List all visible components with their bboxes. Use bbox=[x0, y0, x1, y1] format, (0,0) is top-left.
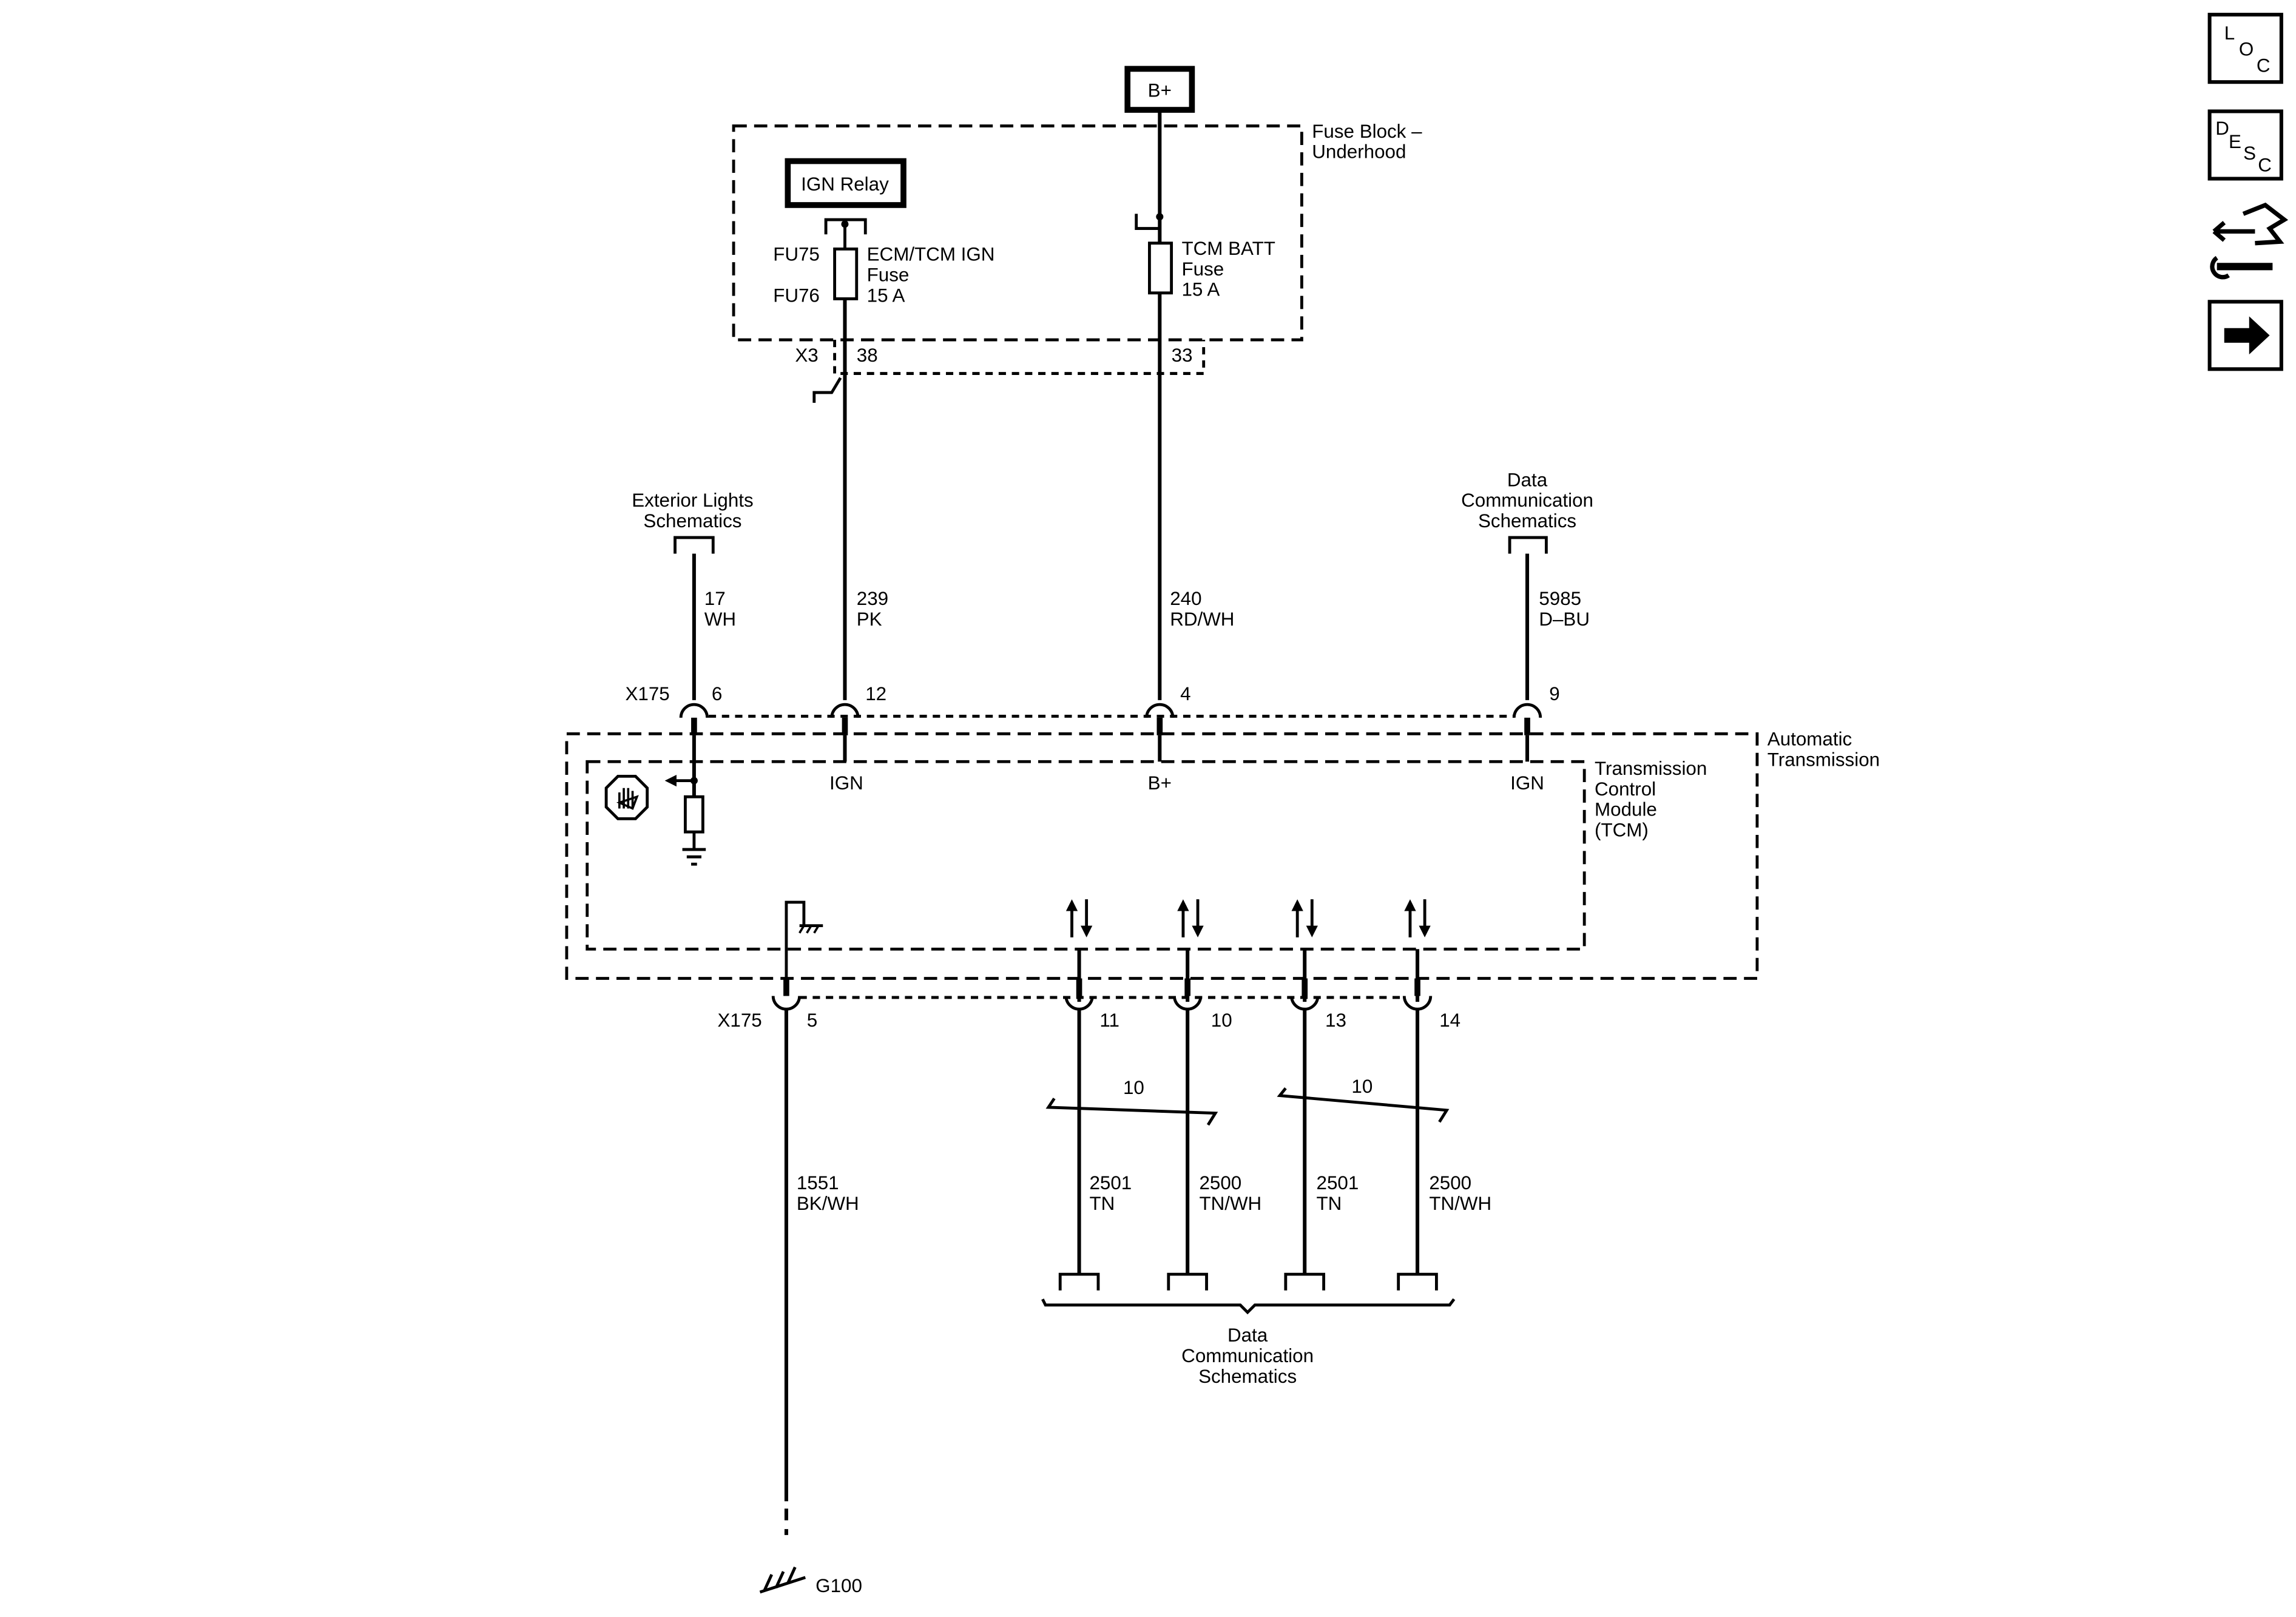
fuse1-type: Fuse bbox=[867, 264, 910, 285]
fuse-block-title-2: Underhood bbox=[1312, 141, 1406, 163]
wire-2501a-circuit: 2501 bbox=[1089, 1172, 1132, 1193]
wire-1551-color: BK/WH bbox=[797, 1193, 859, 1214]
pin-5-label: 5 bbox=[807, 1010, 817, 1031]
fuse-block-underhood: Fuse Block – Underhood IGN Relay FU75 FU… bbox=[732, 121, 1422, 403]
loc-letter-c: C bbox=[2257, 55, 2271, 76]
b-plus-label: B+ bbox=[1148, 79, 1172, 101]
connector-tool-icon[interactable] bbox=[2210, 202, 2289, 280]
exterior-ref-2: Schematics bbox=[643, 510, 741, 532]
tcm-batt-fuse bbox=[1148, 241, 1173, 295]
pin-13-label: 13 bbox=[1325, 1010, 1346, 1031]
pin-ign-label-1: IGN bbox=[829, 772, 863, 794]
wire-239-circuit: 239 bbox=[857, 588, 888, 609]
auto-trans-1: Automatic bbox=[1768, 729, 1852, 750]
arrow-right-icon bbox=[2224, 316, 2270, 355]
wire-1551-circuit: 1551 bbox=[797, 1172, 839, 1193]
exterior-lights-ref: Exterior Lights Schematics bbox=[632, 490, 754, 554]
desc-letter-s: S bbox=[2243, 143, 2256, 164]
x3-connector-label: X3 bbox=[795, 345, 818, 366]
twist-left-label: 10 bbox=[1123, 1077, 1144, 1098]
wire-17-color: WH bbox=[704, 609, 736, 630]
loc-letter-o: O bbox=[2239, 39, 2254, 60]
desc-letter-d: D bbox=[2215, 118, 2229, 139]
supply-wires bbox=[692, 110, 1530, 700]
pin-11-label: 11 bbox=[1099, 1010, 1119, 1031]
g100-label: G100 bbox=[815, 1575, 862, 1596]
ign-relay-box bbox=[785, 158, 907, 208]
tcm-box: Transmission Control Module (TCM) IGN B+… bbox=[586, 735, 1707, 979]
data-ref-bottom-1: Data bbox=[1227, 1325, 1268, 1346]
automatic-transmission-box: Automatic Transmission bbox=[565, 729, 1880, 980]
tcm-label-3: Module bbox=[1595, 799, 1657, 820]
wire-labels-top: 17 WH 239 PK 240 RD/WH 5985 D–BU bbox=[704, 588, 1590, 630]
fuse2-rating: 15 A bbox=[1182, 279, 1220, 300]
fuse-block-title-1: Fuse Block – bbox=[1312, 121, 1422, 142]
tcm-label-1: Transmission bbox=[1595, 758, 1707, 779]
wire-240-color: RD/WH bbox=[1170, 609, 1234, 630]
ign-relay-label: IGN Relay bbox=[801, 174, 889, 195]
desc-letter-c: C bbox=[2258, 154, 2272, 175]
x175-top-label: X175 bbox=[625, 683, 669, 704]
auto-trans-2: Transmission bbox=[1768, 749, 1880, 770]
loc-letter-l: L bbox=[2224, 22, 2235, 44]
ground-g100: G100 bbox=[759, 1566, 862, 1596]
exterior-ref-1: Exterior Lights bbox=[632, 490, 753, 511]
x175-bottom-connector: X175 5 11 10 13 14 bbox=[718, 949, 1460, 1031]
wire-2501a-color: TN bbox=[1089, 1193, 1115, 1214]
wire-2501b-circuit: 2501 bbox=[1317, 1172, 1359, 1193]
wire-2500a-circuit: 2500 bbox=[1199, 1172, 1241, 1193]
data-ref-bottom-3: Schematics bbox=[1198, 1366, 1297, 1387]
wire-2500b-color: TN/WH bbox=[1429, 1193, 1491, 1214]
fuse2-type: Fuse bbox=[1182, 258, 1224, 280]
wire-5985-circuit: 5985 bbox=[1539, 588, 1581, 609]
pin-14-label: 14 bbox=[1439, 1010, 1460, 1031]
hand-stop-icon bbox=[604, 774, 649, 820]
wire-2500b-circuit: 2500 bbox=[1429, 1172, 1471, 1193]
desc-letter-e: E bbox=[2229, 131, 2241, 152]
tcm-label-4: (TCM) bbox=[1595, 819, 1649, 840]
bottom-wires: 10 10 1551 BK/WH 2501 TN 2500 TN/WH 2501… bbox=[784, 1009, 1491, 1535]
pull-down-resistor bbox=[683, 795, 704, 834]
twist-right-label: 10 bbox=[1351, 1076, 1373, 1097]
location-button[interactable]: L O C bbox=[2207, 13, 2283, 84]
data-comm-ref-top: Data Communication Schematics bbox=[1461, 469, 1593, 554]
wire-5985-color: D–BU bbox=[1539, 609, 1590, 630]
pin-9-label: 9 bbox=[1549, 683, 1559, 704]
x3-pin-38: 38 bbox=[857, 345, 878, 366]
pin-bplus-label: B+ bbox=[1148, 772, 1172, 794]
description-button[interactable]: D E S C bbox=[2207, 109, 2283, 181]
wire-2501b-color: TN bbox=[1317, 1193, 1342, 1214]
pin-ign-label-2: IGN bbox=[1510, 772, 1544, 794]
x175-bottom-label: X175 bbox=[718, 1010, 762, 1031]
fu76-label: FU76 bbox=[773, 285, 820, 306]
x3-pin-33: 33 bbox=[1172, 345, 1193, 366]
fuse1-name: ECM/TCM IGN bbox=[867, 244, 995, 265]
fuse2-name: TCM BATT bbox=[1182, 238, 1275, 259]
pin-12-label: 12 bbox=[865, 683, 886, 704]
pin-6-label: 6 bbox=[712, 683, 722, 704]
data-ref-top-3: Schematics bbox=[1478, 510, 1576, 532]
fu75-label: FU75 bbox=[773, 244, 820, 265]
b-plus-source: B+ bbox=[1124, 66, 1195, 113]
data-ref-top-2: Communication bbox=[1461, 490, 1593, 511]
data-ref-top-1: Data bbox=[1507, 469, 1548, 490]
ecm-tcm-ign-fuse bbox=[833, 247, 859, 300]
chassis-ground-icon bbox=[785, 900, 823, 979]
x175-top-connector: X175 6 12 4 9 bbox=[625, 683, 1560, 735]
data-ref-bottom-2: Communication bbox=[1181, 1345, 1314, 1366]
wire-17-circuit: 17 bbox=[704, 588, 726, 609]
wire-2500a-color: TN/WH bbox=[1199, 1193, 1261, 1214]
fuse1-rating: 15 A bbox=[867, 285, 905, 306]
tcm-label-2: Control bbox=[1595, 778, 1656, 800]
wire-239-color: PK bbox=[857, 609, 882, 630]
wire-240-circuit: 240 bbox=[1170, 588, 1201, 609]
pin-4-label: 4 bbox=[1180, 683, 1190, 704]
pin-10-label: 10 bbox=[1211, 1010, 1232, 1031]
bidirectional-arrow-icons bbox=[1065, 899, 1431, 937]
data-comm-ref-bottom: Data Communication Schematics bbox=[1041, 1272, 1456, 1387]
next-page-button[interactable] bbox=[2207, 300, 2283, 371]
